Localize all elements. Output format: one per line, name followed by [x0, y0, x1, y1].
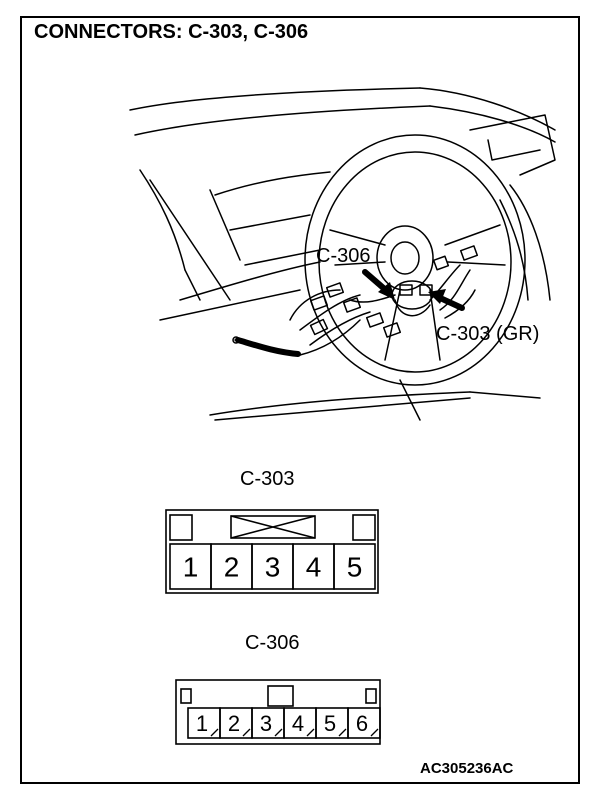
c303-pin-3: 3 [265, 552, 281, 583]
c303-label: C-303 [240, 468, 295, 490]
callout-c306: C-306 [316, 245, 371, 267]
c306-pin-5: 5 [324, 711, 336, 736]
c306-pin-mark-6 [370, 728, 379, 737]
reference-code: AC305236AC [420, 760, 514, 777]
c306-label: C-306 [245, 632, 300, 654]
c306-pin-3: 3 [260, 711, 272, 736]
diagram-frame [20, 16, 580, 784]
c306-pin-1: 1 [196, 711, 208, 736]
c306-pin-cell-6 [347, 707, 381, 739]
c306-pin-4: 4 [292, 711, 304, 736]
c303-pin-2: 2 [224, 552, 240, 583]
c303-left-tab [169, 514, 193, 541]
c303-pin-4: 4 [306, 552, 322, 583]
c303-lock [230, 515, 316, 539]
c306-pin-mark-3 [274, 728, 283, 737]
c303-lock-cross [230, 515, 316, 539]
c306-pin-mark-1 [210, 728, 219, 737]
c303-pin-5: 5 [347, 552, 363, 583]
callout-c303: C-303 (GR) [436, 323, 540, 345]
c306-pin-6: 6 [356, 711, 368, 736]
c306-pin-mark-4 [306, 728, 315, 737]
c303-pin-cell-5 [333, 543, 376, 590]
c303-housing [165, 509, 379, 594]
c303-pin-1: 1 [183, 552, 199, 583]
page-title: CONNECTORS: C-303, C-306 [34, 21, 309, 43]
c306-pin-2: 2 [228, 711, 240, 736]
c303-right-tab [352, 514, 376, 541]
c306-pin-mark-2 [242, 728, 251, 737]
c306-right-tab [365, 688, 377, 704]
c306-left-tab [180, 688, 192, 704]
c306-lock [267, 685, 294, 707]
c306-pin-mark-5 [338, 728, 347, 737]
